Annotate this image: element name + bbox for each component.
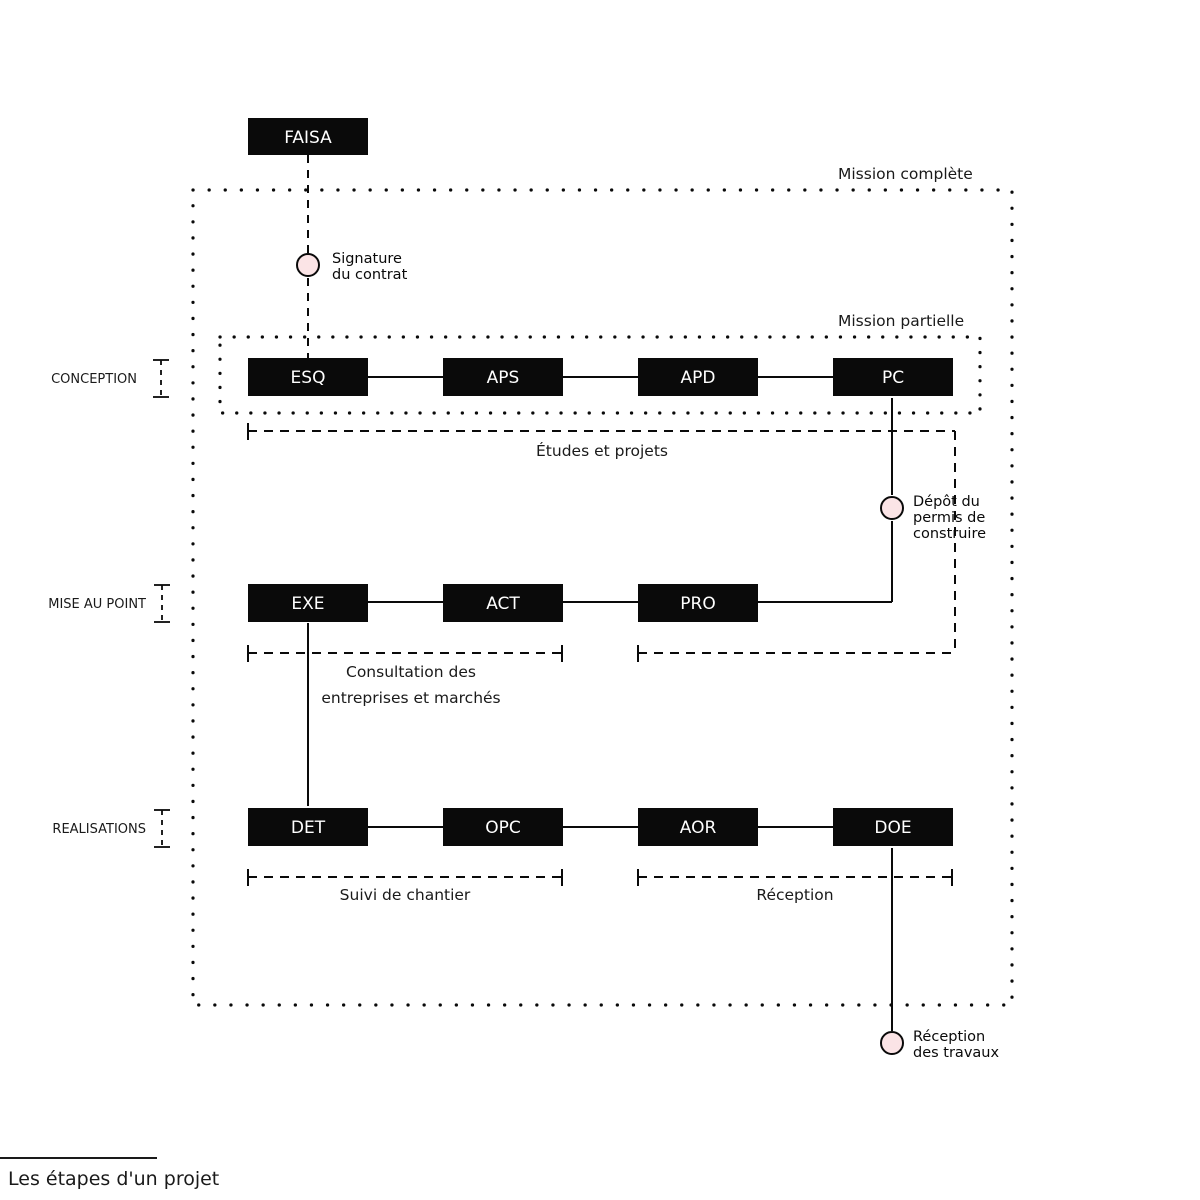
phase-box-exe-rect bbox=[248, 584, 368, 622]
phase-box-aor[interactable]: AOR bbox=[638, 808, 758, 846]
phase-box-aps-label: APS bbox=[487, 368, 520, 388]
phase-box-det[interactable]: DET bbox=[248, 808, 368, 846]
phase-box-pc[interactable]: PC bbox=[833, 358, 953, 396]
phase-box-exe[interactable]: EXE bbox=[248, 584, 368, 622]
phase-box-pro-rect bbox=[638, 584, 758, 622]
milestone-reception-travaux-line2: des travaux bbox=[913, 1045, 999, 1061]
phase-box-opc[interactable]: OPC bbox=[443, 808, 563, 846]
milestone-signature-contrat-icon bbox=[296, 253, 320, 277]
milestone-signature-contrat[interactable]: Signature du contrat bbox=[296, 251, 408, 283]
phase-box-det-label: DET bbox=[291, 818, 326, 838]
phase-box-act[interactable]: ACT bbox=[443, 584, 563, 622]
phase-box-aor-label: AOR bbox=[680, 818, 717, 838]
phase-box-det-rect bbox=[248, 808, 368, 846]
phase-box-aps[interactable]: APS bbox=[443, 358, 563, 396]
group-mission-partielle-border bbox=[218, 335, 982, 415]
bracket-etudes-label: Études et projets bbox=[536, 441, 668, 460]
phase-box-pro-label: PRO bbox=[680, 594, 715, 614]
figure-caption: Les étapes d'un projet bbox=[8, 1168, 220, 1190]
row-label-realisations-text: REALISATIONS bbox=[52, 822, 146, 837]
bracket-suivi-label: Suivi de chantier bbox=[340, 886, 471, 904]
row-label-realisations: REALISATIONS bbox=[52, 809, 170, 848]
milestone-depot-permis-line3: construire bbox=[913, 526, 986, 542]
phase-box-pc-label: PC bbox=[882, 368, 904, 388]
bracket-reception-label: Réception bbox=[756, 886, 833, 904]
milestone-depot-permis[interactable]: Dépôt du permis de construire bbox=[880, 494, 986, 542]
phase-box-act-rect bbox=[443, 584, 563, 622]
phase-box-esq[interactable]: ESQ bbox=[248, 358, 368, 396]
phase-box-esq-label: ESQ bbox=[291, 368, 326, 388]
caption-divider bbox=[0, 1157, 157, 1159]
milestone-signature-contrat-line2: du contrat bbox=[332, 267, 408, 283]
milestone-reception-travaux-icon bbox=[880, 1031, 904, 1055]
group-mission-complete-border bbox=[191, 188, 1014, 1007]
phase-box-esq-rect bbox=[248, 358, 368, 396]
phase-box-opc-label: OPC bbox=[485, 818, 521, 838]
phase-box-faisa-label: FAISA bbox=[284, 128, 332, 148]
group-mission-complete-label: Mission complète bbox=[838, 165, 973, 183]
phase-box-apd-rect bbox=[638, 358, 758, 396]
phase-box-doe-rect bbox=[833, 808, 953, 846]
phase-box-opc-rect bbox=[443, 808, 563, 846]
row-label-conception-text: CONCEPTION bbox=[51, 372, 137, 387]
bracket-consultation-line1: Consultation des bbox=[346, 663, 476, 681]
bracket-consultation-line2: entreprises et marchés bbox=[321, 689, 500, 707]
phase-box-act-label: ACT bbox=[486, 594, 520, 614]
row-label-conception: CONCEPTION bbox=[51, 359, 169, 398]
phase-box-doe-label: DOE bbox=[874, 818, 911, 838]
phase-box-doe[interactable]: DOE bbox=[833, 808, 953, 846]
milestone-depot-permis-line2: permis de bbox=[913, 510, 985, 526]
milestone-reception-travaux-line1: Réception bbox=[913, 1029, 985, 1045]
milestone-depot-permis-line1: Dépôt du bbox=[913, 494, 980, 510]
phase-box-faisa[interactable]: FAISA bbox=[248, 118, 368, 155]
phase-box-pro[interactable]: PRO bbox=[638, 584, 758, 622]
phase-box-aps-rect bbox=[443, 358, 563, 396]
phase-box-aor-rect bbox=[638, 808, 758, 846]
phase-box-pc-rect bbox=[833, 358, 953, 396]
phase-box-apd-label: APD bbox=[681, 368, 716, 388]
phase-box-exe-label: EXE bbox=[291, 594, 324, 614]
milestone-depot-permis-icon bbox=[880, 496, 904, 520]
phase-box-apd[interactable]: APD bbox=[638, 358, 758, 396]
milestone-reception-travaux[interactable]: Réception des travaux bbox=[880, 1029, 999, 1061]
row-label-mise-au-point-text: MISE AU POINT bbox=[48, 597, 146, 612]
phase-box-faisa-rect bbox=[248, 118, 368, 155]
milestone-signature-contrat-line1: Signature bbox=[332, 251, 402, 267]
group-mission-partielle-label: Mission partielle bbox=[838, 312, 964, 330]
row-label-mise-au-point: MISE AU POINT bbox=[48, 584, 170, 623]
